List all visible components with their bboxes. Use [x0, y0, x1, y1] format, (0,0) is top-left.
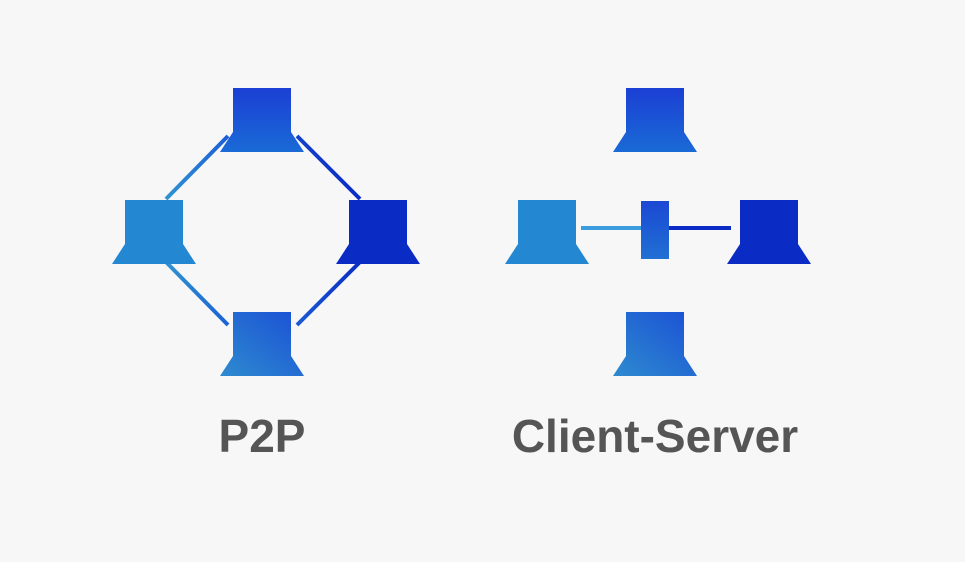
cs-node-left[interactable]	[505, 200, 589, 264]
cs-server-node[interactable]	[641, 201, 669, 259]
client-server-label: Client-Server	[512, 410, 798, 462]
p2p-link-right-bottom	[295, 260, 362, 327]
p2p-diagram: P2P	[112, 88, 420, 462]
client-server-diagram: Client-Server	[505, 88, 811, 462]
cs-node-bottom[interactable]	[613, 312, 697, 376]
cs-node-top[interactable]	[613, 88, 697, 152]
p2p-node-left[interactable]	[112, 200, 196, 264]
cs-node-right[interactable]	[727, 200, 811, 264]
p2p-links	[164, 134, 362, 327]
p2p-node-top[interactable]	[220, 88, 304, 152]
server-block	[641, 201, 669, 259]
p2p-label: P2P	[219, 410, 306, 462]
p2p-node-right[interactable]	[336, 200, 420, 264]
p2p-link-top-right	[295, 134, 362, 201]
p2p-link-top-left	[164, 134, 230, 201]
p2p-node-bottom[interactable]	[220, 312, 304, 376]
p2p-link-left-bottom	[164, 260, 230, 327]
